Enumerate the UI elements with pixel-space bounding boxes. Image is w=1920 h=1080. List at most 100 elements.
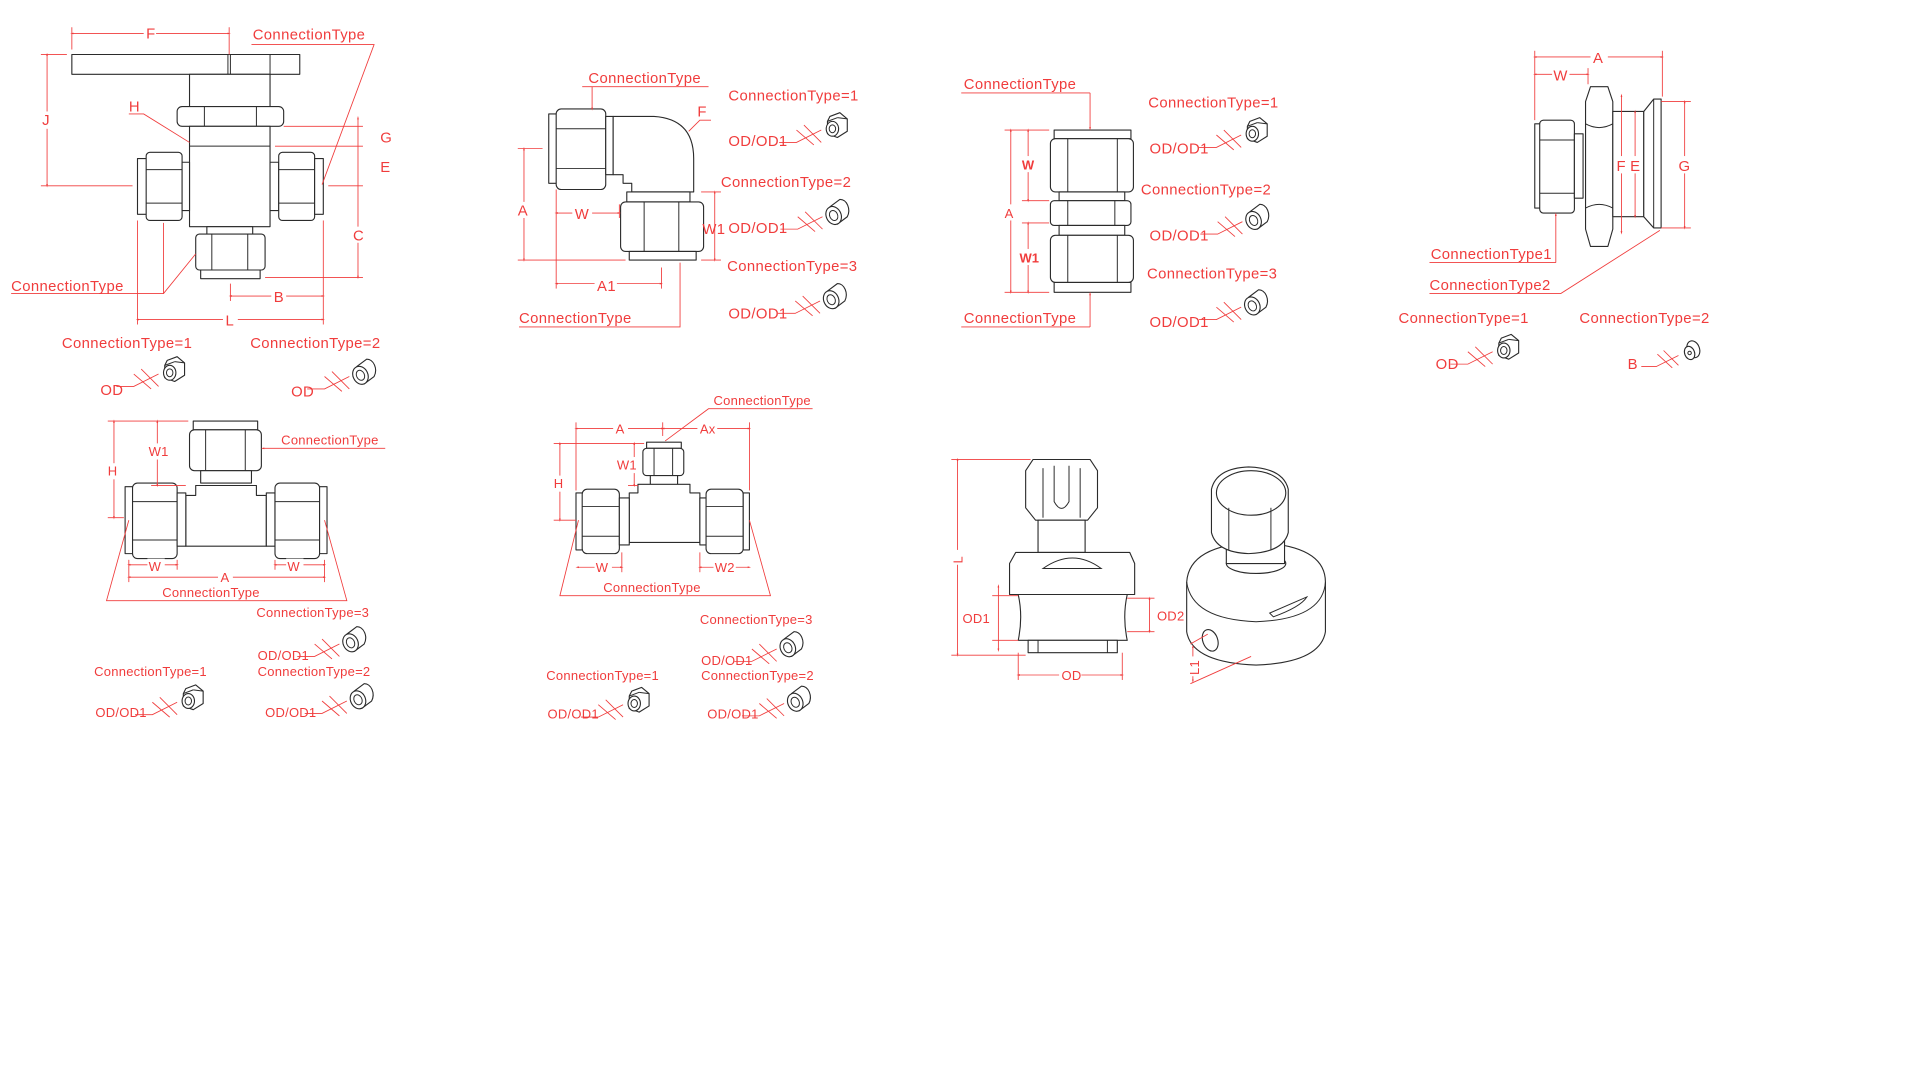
od-label: OD xyxy=(100,383,123,399)
dim-label-A: A xyxy=(616,421,625,436)
dim-label-G: G xyxy=(380,130,392,146)
dim-label-W: W xyxy=(287,559,300,574)
dim-label-G: G xyxy=(1678,159,1690,175)
dim-label-L1: L1 xyxy=(1187,660,1202,675)
connection-type-1-callout: ConnectionType1 xyxy=(1431,247,1552,263)
sleeve-icon xyxy=(306,358,377,392)
connection-option-2: ConnectionType=2 xyxy=(1141,182,1271,198)
connection-type-callout: ConnectionType xyxy=(253,28,366,44)
connection-option-1: ConnectionType=1 xyxy=(546,668,659,683)
connection-option-3: ConnectionType=3 xyxy=(700,612,813,627)
tee-outline xyxy=(124,420,328,560)
bulkhead-drawing: A W F E G ConnectionType1 ConnectionType… xyxy=(1399,49,1709,373)
hex-nut-icon xyxy=(778,112,848,146)
dim-label-J: J xyxy=(42,113,50,129)
od-label: OD/OD1 xyxy=(728,134,787,150)
dim-label-A1: A1 xyxy=(597,279,616,295)
dim-label-W1: W1 xyxy=(149,444,169,459)
od-label: OD xyxy=(1436,357,1459,373)
ball-valve-outline xyxy=(71,53,324,280)
tee-drawing: W1 H ConnectionType W W A ConnectionType… xyxy=(94,419,386,720)
connection-option-1: ConnectionType=1 xyxy=(94,664,207,679)
connection-option-3: ConnectionType=3 xyxy=(1147,267,1277,283)
dim-label-W1: W1 xyxy=(1019,251,1039,266)
dim-label-A: A xyxy=(1005,206,1014,221)
sleeve-icon xyxy=(1198,289,1268,323)
dim-label-W1: W1 xyxy=(702,222,725,238)
connection-type-2-callout: ConnectionType2 xyxy=(1429,278,1550,294)
dim-label-E: E xyxy=(380,160,390,176)
connection-option-2: ConnectionType=2 xyxy=(250,336,380,352)
dim-label-B: B xyxy=(274,290,284,306)
connection-type-callout: ConnectionType xyxy=(588,71,701,87)
connection-type-callout: ConnectionType xyxy=(603,580,700,595)
dim-label-L: L xyxy=(950,556,965,563)
connection-option-2: ConnectionType=2 xyxy=(258,664,371,679)
plug-icon xyxy=(1640,338,1703,369)
connection-option-1: ConnectionType=1 xyxy=(1399,311,1529,327)
dim-label-H: H xyxy=(108,464,118,479)
sleeve-icon xyxy=(777,283,847,317)
hex-nut-icon xyxy=(1198,117,1268,151)
dim-label-OD: OD xyxy=(1062,668,1082,683)
dim-label-F: F xyxy=(1617,159,1626,175)
dim-label-A: A xyxy=(220,570,229,585)
dim-label-W: W xyxy=(1022,158,1035,173)
dim-label-E: E xyxy=(1630,159,1640,175)
od-label: OD/OD1 xyxy=(1150,228,1209,244)
regulator-front-outline xyxy=(1008,458,1136,654)
reducing-tee-drawing: ConnectionType A Ax H W1 W W2 Connection… xyxy=(546,393,813,721)
connection-type-callout: ConnectionType xyxy=(964,311,1077,327)
hex-nut-icon xyxy=(1449,333,1520,368)
connection-type-callout: ConnectionType xyxy=(281,433,378,448)
od-label: OD/OD1 xyxy=(1150,315,1209,331)
connection-option-3: ConnectionType=3 xyxy=(256,605,369,620)
union-outline xyxy=(1049,129,1134,293)
dim-label-OD2: OD2 xyxy=(1157,609,1184,624)
dim-label-W: W xyxy=(1553,69,1567,85)
regulator-drawing: L OD1 OD2 OD L1 xyxy=(950,457,1326,685)
dim-label-W: W xyxy=(575,207,589,223)
dim-label-F: F xyxy=(697,104,706,120)
od-label: OD/OD1 xyxy=(701,653,752,668)
sleeve-icon xyxy=(779,198,850,233)
ball-valve-drawing: F ConnectionType J H G E C B L Connectio… xyxy=(11,24,392,400)
dim-label-H: H xyxy=(554,476,564,491)
hex-nut-icon xyxy=(115,356,186,390)
dim-label-C: C xyxy=(353,228,364,244)
dim-label-W: W xyxy=(596,560,609,575)
dim-label-F: F xyxy=(146,26,155,42)
connection-option-1: ConnectionType=1 xyxy=(728,88,858,104)
od-label: OD/OD1 xyxy=(548,706,599,721)
od-label: OD/OD1 xyxy=(265,705,316,720)
od-label: OD/OD1 xyxy=(728,221,787,237)
connection-type-callout: ConnectionType xyxy=(964,77,1077,93)
elbow-outline xyxy=(548,108,705,261)
connection-type-callout: ConnectionType xyxy=(519,311,632,327)
od-label: OD/OD1 xyxy=(728,306,787,322)
connection-option-1: ConnectionType=1 xyxy=(62,336,192,352)
elbow-drawing: ConnectionType F A W W1 A1 ConnectionTyp… xyxy=(515,71,858,328)
dim-label-B: B xyxy=(1628,357,1638,373)
dim-label-A: A xyxy=(518,204,528,220)
connection-option-2: ConnectionType=2 xyxy=(721,175,851,191)
od-label: OD/OD1 xyxy=(1150,142,1209,158)
dim-label-L: L xyxy=(225,314,234,330)
od-label: OD/OD1 xyxy=(258,648,309,663)
regulator-iso-outline xyxy=(1186,466,1326,666)
dim-label-Ax: Ax xyxy=(700,421,716,436)
connection-type-callout: ConnectionType xyxy=(713,393,810,408)
union-drawing: ConnectionType W A W1 ConnectionType Con… xyxy=(961,77,1278,331)
od-label: OD/OD1 xyxy=(707,706,758,721)
bulkhead-outline xyxy=(1534,86,1662,248)
connection-option-2: ConnectionType=2 xyxy=(1579,311,1709,327)
od-label: OD xyxy=(291,384,314,400)
dim-label-W: W xyxy=(149,559,162,574)
dim-label-OD1: OD1 xyxy=(962,611,989,626)
dim-label-H: H xyxy=(129,99,140,115)
connection-type-callout: ConnectionType xyxy=(162,585,259,600)
sleeve-icon xyxy=(1199,203,1270,238)
dim-label-W1: W1 xyxy=(617,457,637,472)
dim-label-A: A xyxy=(1593,51,1603,67)
